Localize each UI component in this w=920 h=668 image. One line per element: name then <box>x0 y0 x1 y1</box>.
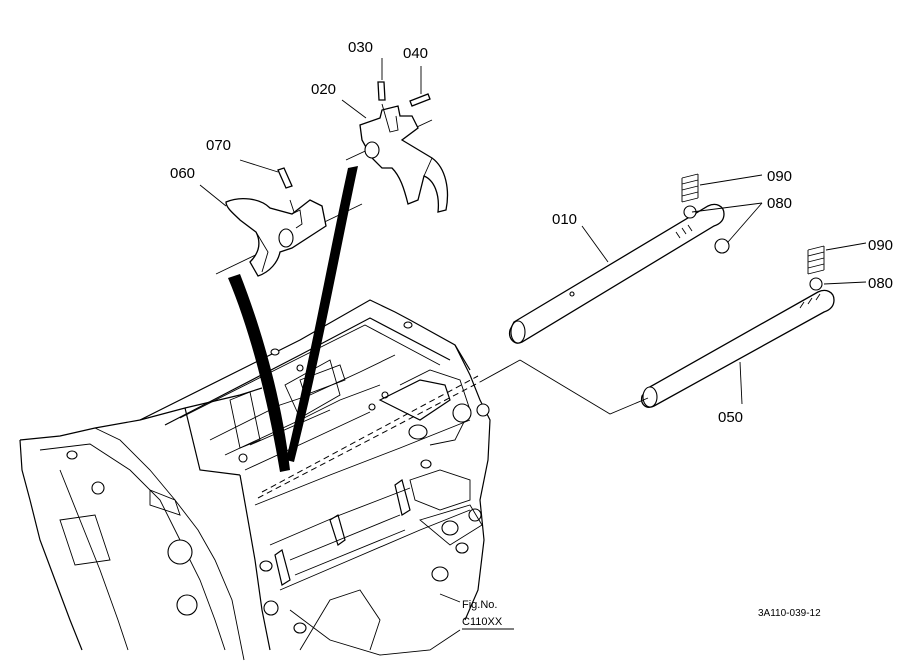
label-090-lower: 090 <box>868 237 893 254</box>
pin-070 <box>277 167 295 213</box>
pin-040 <box>409 93 431 107</box>
spring-090-lower <box>807 245 825 275</box>
shift-fork-060 <box>215 197 363 277</box>
label-050: 050 <box>718 409 743 426</box>
fig-no-value: C110XX <box>462 616 503 628</box>
leader-lines <box>199 58 867 603</box>
label-070: 070 <box>206 137 231 154</box>
ball-080-lower <box>809 277 823 291</box>
figure-caption: Fig.No. C110XX 3A110-039-12 <box>462 599 821 630</box>
label-030: 030 <box>348 39 373 56</box>
part-labels: 030 040 020 070 060 010 090 080 090 080 … <box>170 39 893 426</box>
shift-rod-010 <box>508 203 725 344</box>
shift-rod-050 <box>640 289 835 408</box>
label-020: 020 <box>311 81 336 98</box>
ball-080-upper <box>683 205 730 254</box>
drawing-code: 3A110-039-12 <box>758 608 821 619</box>
hidden-rail-line <box>257 359 521 499</box>
assembly-arrows <box>228 166 358 472</box>
rail-connector-line <box>519 359 649 415</box>
pin-030 <box>377 81 387 119</box>
label-010: 010 <box>552 211 577 228</box>
label-080-lower: 080 <box>868 275 893 292</box>
fig-no-label: Fig.No. <box>462 599 497 611</box>
label-080-upper: 080 <box>767 195 792 212</box>
shift-fork-020 <box>345 105 449 213</box>
label-060: 060 <box>170 165 195 182</box>
label-090-upper: 090 <box>767 168 792 185</box>
spring-090-upper <box>681 173 699 203</box>
label-040: 040 <box>403 45 428 62</box>
